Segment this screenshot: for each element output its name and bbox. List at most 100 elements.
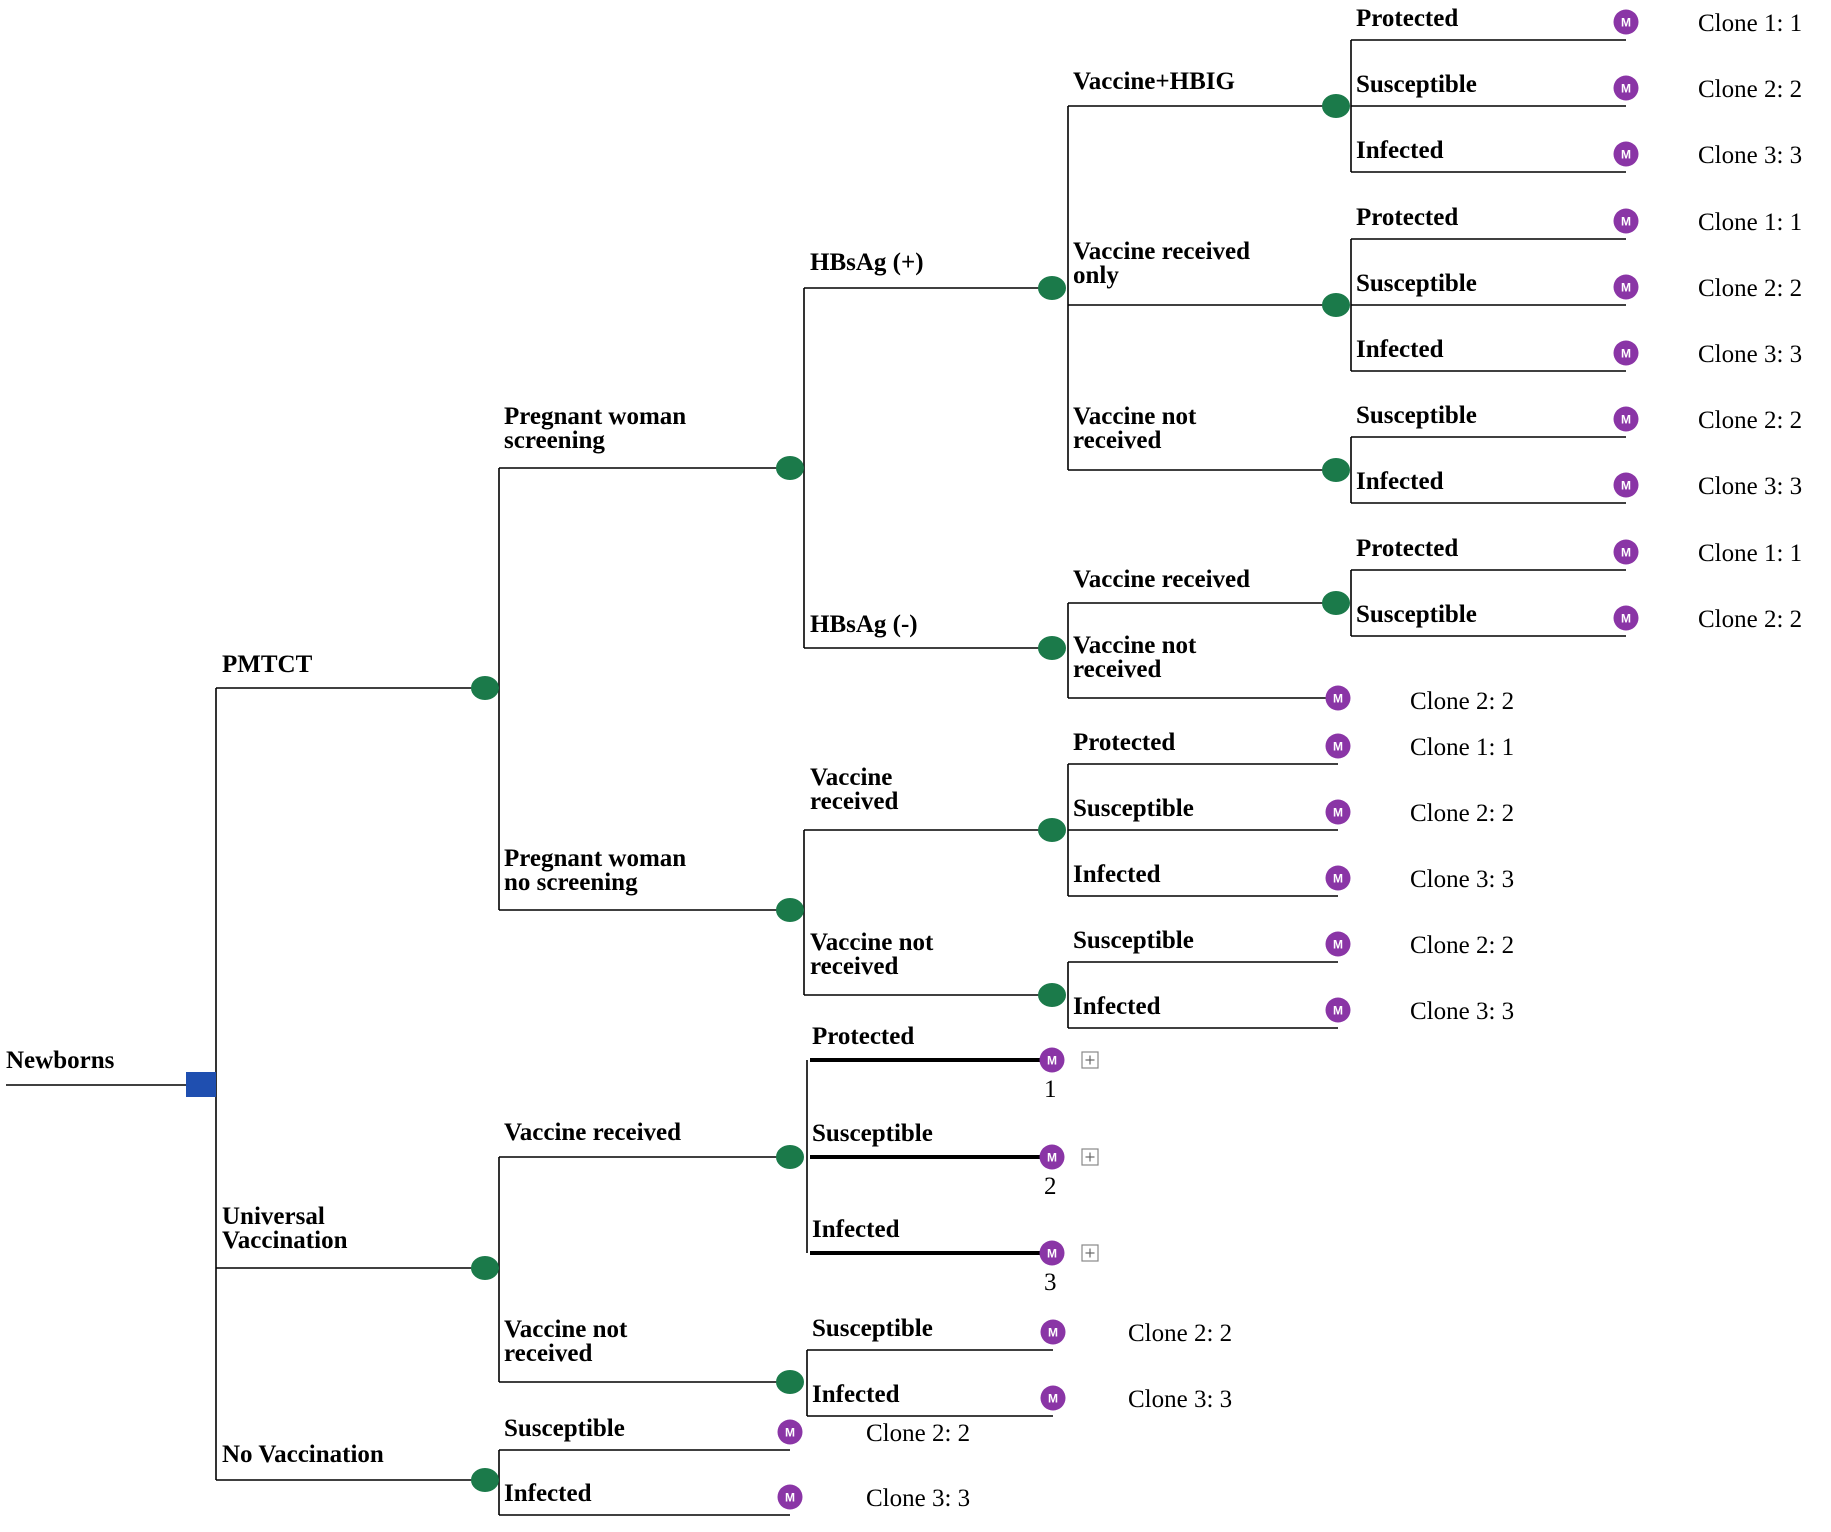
markov-node-circle — [1613, 9, 1639, 35]
markov-node-circle — [1040, 1385, 1066, 1411]
outcome-label: Susceptible — [504, 1415, 625, 1442]
outcome-label: Protected — [812, 1023, 914, 1050]
markov-node[interactable]: M — [1325, 997, 1351, 1023]
markov-node[interactable]: M — [1040, 1319, 1066, 1345]
chance-node-ns-vaccine[interactable] — [1038, 818, 1066, 842]
terminal-value: Clone 3: 3 — [1698, 341, 1802, 368]
outcome-label: Infected — [1073, 861, 1161, 888]
markov-node[interactable]: M — [1325, 685, 1351, 711]
markov-node[interactable]: M — [1613, 340, 1639, 366]
outcome-label: Infected — [1356, 336, 1444, 363]
outcome-label: Susceptible — [812, 1120, 933, 1147]
outcome-label: Susceptible — [1356, 402, 1477, 429]
markov-node[interactable]: M — [1613, 141, 1639, 167]
markov-node[interactable]: M — [1613, 274, 1639, 300]
outcome-label: Infected — [1356, 468, 1444, 495]
chance-node-neg-vaccine[interactable] — [1322, 591, 1350, 615]
chance-node-vaccine-hbig[interactable] — [1322, 94, 1350, 118]
markov-node[interactable]: M — [1613, 9, 1639, 35]
markov-node-letter: M — [1621, 546, 1631, 560]
markov-node[interactable]: M — [777, 1419, 803, 1445]
markov-node[interactable]: M — [1039, 1144, 1065, 1170]
markov-node[interactable]: M — [1039, 1240, 1065, 1266]
markov-node-circle — [1613, 406, 1639, 432]
terminal-value: Clone 2: 2 — [1698, 76, 1802, 103]
markov-node-letter: M — [785, 1426, 795, 1440]
label-hbsag-neg: HBsAg (-) — [810, 611, 918, 638]
markov-node-circle — [1325, 997, 1351, 1023]
outcome-label: Susceptible — [812, 1315, 933, 1342]
markov-node-circle — [1039, 1144, 1065, 1170]
markov-node[interactable]: M — [777, 1484, 803, 1510]
decision-node[interactable] — [186, 1072, 216, 1097]
terminal-value: Clone 2: 2 — [1698, 275, 1802, 302]
markov-node[interactable]: M — [1039, 1047, 1065, 1073]
markov-node[interactable]: M — [1613, 605, 1639, 631]
markov-node-letter: M — [1333, 938, 1343, 952]
terminal-value: 2 — [1044, 1173, 1057, 1200]
terminal-value: Clone 3: 3 — [1410, 866, 1514, 893]
markov-node-letter: M — [1621, 215, 1631, 229]
markov-node-letter: M — [1333, 1004, 1343, 1018]
markov-node-letter: M — [1621, 281, 1631, 295]
terminal-value: Clone 2: 2 — [1410, 688, 1514, 715]
markov-node[interactable]: M — [1040, 1385, 1066, 1411]
markov-node-letter: M — [1621, 347, 1631, 361]
chance-node-uv-vaccine[interactable] — [776, 1145, 804, 1169]
markov-node-letter: M — [1621, 413, 1631, 427]
chance-node-hbsag-pos[interactable] — [1038, 276, 1066, 300]
outcome-label: Protected — [1356, 204, 1458, 231]
markov-node-letter: M — [1621, 612, 1631, 626]
markov-node[interactable]: M — [1325, 733, 1351, 759]
markov-node[interactable]: M — [1613, 539, 1639, 565]
terminal-value: Clone 2: 2 — [1698, 407, 1802, 434]
markov-node[interactable]: M — [1613, 406, 1639, 432]
terminal-value: Clone 3: 3 — [1698, 473, 1802, 500]
markov-node-circle — [1613, 340, 1639, 366]
outcome-label: Susceptible — [1356, 601, 1477, 628]
terminal-value: Clone 3: 3 — [1128, 1386, 1232, 1413]
chance-node-no-screening[interactable] — [776, 898, 804, 922]
chance-node-uv-novaccine[interactable] — [776, 1370, 804, 1394]
markov-node-circle — [1325, 931, 1351, 957]
markov-node[interactable]: M — [1325, 799, 1351, 825]
chance-node-vaccine-only[interactable] — [1322, 293, 1350, 317]
markov-node[interactable]: M — [1613, 472, 1639, 498]
markov-node[interactable]: M — [1325, 865, 1351, 891]
markov-node-circle — [1039, 1047, 1065, 1073]
markov-node[interactable]: M — [1613, 208, 1639, 234]
markov-node[interactable]: M — [1325, 931, 1351, 957]
outcome-label: Protected — [1356, 5, 1458, 32]
chance-node-no-vaccination[interactable] — [471, 1468, 499, 1492]
outcome-label: Protected — [1073, 729, 1175, 756]
markov-node-circle — [1325, 865, 1351, 891]
markov-node-letter: M — [1333, 740, 1343, 754]
outcome-label: Infected — [812, 1216, 900, 1243]
chance-node-ns-novaccine[interactable] — [1038, 983, 1066, 1007]
root-label: Newborns — [6, 1047, 115, 1074]
markov-node-letter: M — [1621, 82, 1631, 96]
markov-node-letter: M — [1047, 1247, 1057, 1261]
chance-node-screening[interactable] — [776, 456, 804, 480]
expand-subtree-button[interactable] — [1081, 1051, 1099, 1069]
markov-node-letter: M — [1333, 872, 1343, 886]
outcome-label: Infected — [1356, 137, 1444, 164]
markov-node[interactable]: M — [1613, 75, 1639, 101]
chance-node-vaccine-not[interactable] — [1322, 458, 1350, 482]
expand-subtree-button[interactable] — [1081, 1148, 1099, 1166]
markov-node-letter: M — [785, 1491, 795, 1505]
chance-node-hbsag-neg[interactable] — [1038, 636, 1066, 660]
markov-node-circle — [1613, 208, 1639, 234]
markov-node-circle — [1613, 605, 1639, 631]
chance-node-universal[interactable] — [471, 1256, 499, 1280]
terminal-value: Clone 1: 1 — [1698, 10, 1802, 37]
markov-node-circle — [1613, 539, 1639, 565]
expand-subtree-button[interactable] — [1081, 1244, 1099, 1262]
chance-node-pmtct[interactable] — [471, 676, 499, 700]
